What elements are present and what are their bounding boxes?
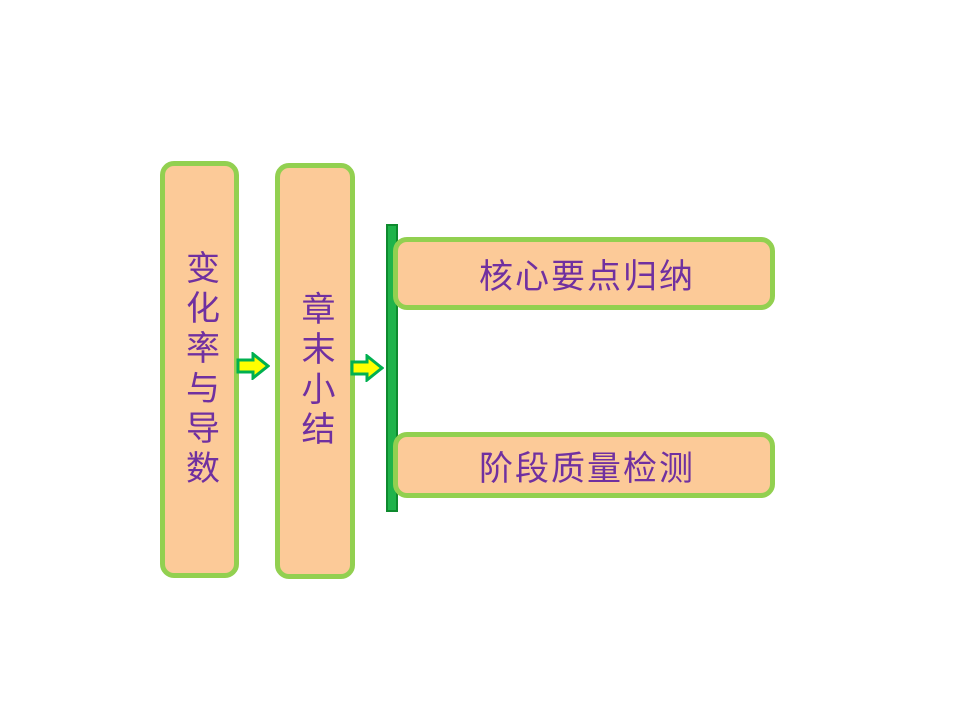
right-arrow-icon <box>350 354 384 382</box>
stage-test-label: 阶段质量检测 <box>479 448 695 489</box>
chapter-title-box: 变化率与导数 <box>160 161 239 578</box>
chapter-summary-box[interactable]: 章末小结 <box>275 163 355 579</box>
right-arrow-icon <box>236 352 270 380</box>
key-points-label: 核心要点归纳 <box>479 257 695 297</box>
stage-test-box[interactable]: 阶段质量检测 <box>393 432 775 498</box>
chapter-title-label: 变化率与导数 <box>179 249 220 490</box>
key-points-box[interactable]: 核心要点归纳 <box>393 237 775 310</box>
chapter-summary-label: 章末小结 <box>295 291 335 451</box>
